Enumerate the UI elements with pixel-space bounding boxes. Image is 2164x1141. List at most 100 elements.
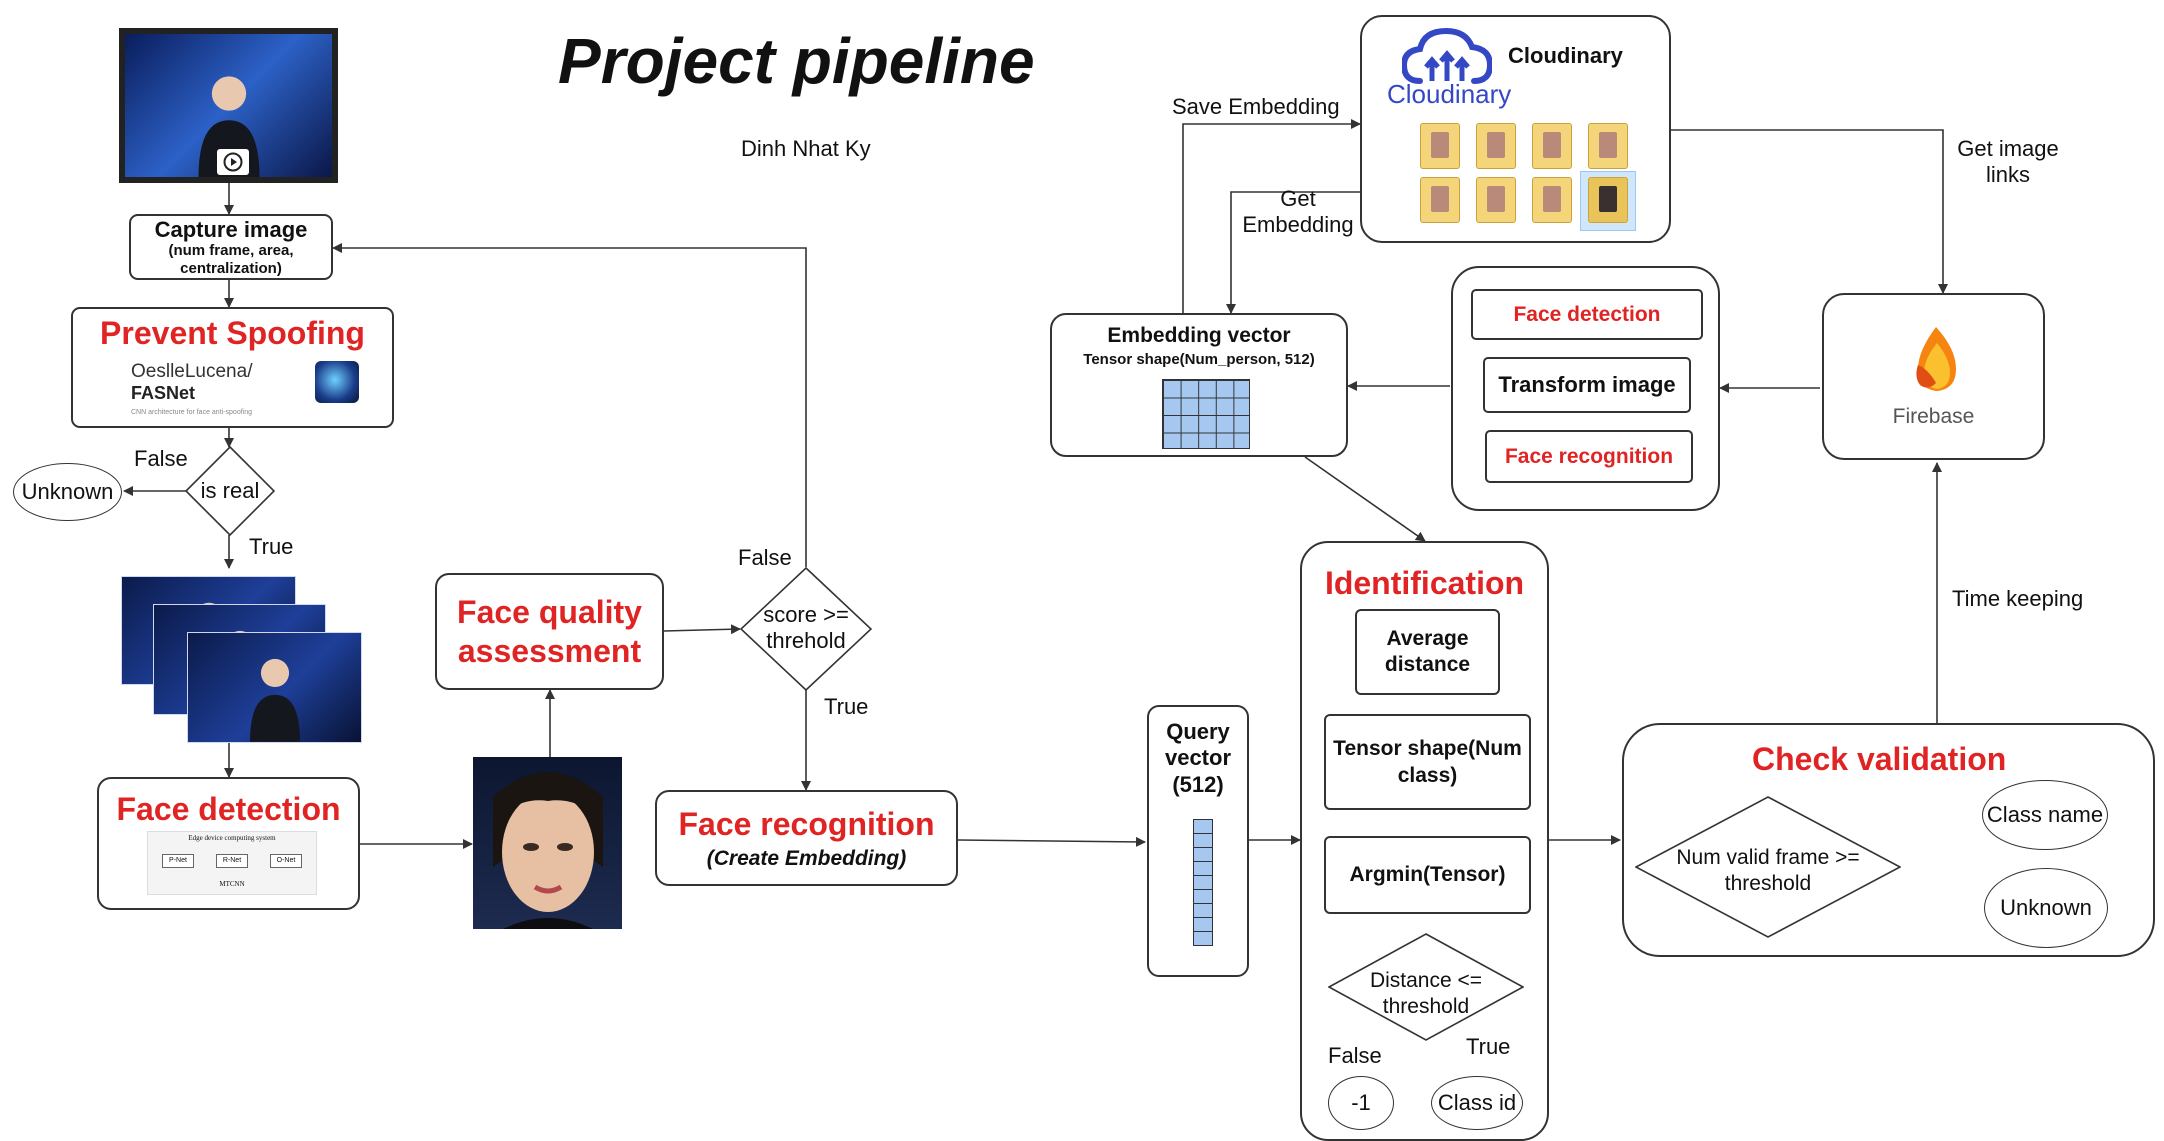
score-text: score >= threhold xyxy=(763,602,849,654)
query-vector-cell xyxy=(1193,904,1213,918)
cloudinary-box: Cloudinary Cloudinary xyxy=(1360,15,1671,243)
validation-unknown-ellipse: Unknown xyxy=(1984,868,2108,948)
folder-icon-2 xyxy=(1476,123,1516,169)
average-distance-box: Average distance xyxy=(1355,609,1500,695)
group-face-detection: Face detection xyxy=(1471,289,1703,340)
query-vector-box: Query vector (512) xyxy=(1147,705,1249,977)
cropped-face-image xyxy=(473,757,622,929)
class-name-text: Class name xyxy=(1986,802,2104,827)
cloudinary-logo-text: Cloudinary xyxy=(1387,79,1512,109)
fasnet-caption: CNN architecture for face anti-spoofing xyxy=(131,409,252,416)
is-real-diamond xyxy=(185,446,275,536)
identification-box: Identification Average distance Tensor s… xyxy=(1300,541,1549,1141)
score-false-label: False xyxy=(738,545,792,570)
face-recognition-box: Face recognition (Create Embedding) xyxy=(655,790,958,886)
query-vector-cells xyxy=(1193,819,1213,946)
transform-group-box: Face detection Transform image Face reco… xyxy=(1451,266,1720,511)
embedding-vector-box: Embedding vector Tensor shape(Num_person… xyxy=(1050,313,1348,457)
group-face-recognition: Face recognition xyxy=(1485,430,1693,483)
query-vector-cell xyxy=(1193,876,1213,890)
face-detection-title: Face detection xyxy=(116,791,341,827)
prevent-spoofing-title: Prevent Spoofing xyxy=(100,315,365,351)
folder-icon-8-selected xyxy=(1580,171,1636,231)
capture-image-box: Capture image (num frame, area, centrali… xyxy=(129,214,333,280)
query-vector-cell xyxy=(1193,918,1213,932)
arrow-score-false-to-capture xyxy=(332,243,807,567)
folder-icon-7 xyxy=(1532,177,1572,223)
distance-text: Distance <= threshold xyxy=(1369,969,1483,1019)
validation-condition-text: Num valid frame >= threshold xyxy=(1676,846,1860,896)
mtcnn-label: MTCNN xyxy=(219,880,245,888)
distance-true-label: True xyxy=(1466,1034,1511,1059)
author-name: Dinh Nhat Ky xyxy=(741,136,871,161)
is-real-text: is real xyxy=(200,478,260,503)
tensor-shape-box: Tensor shape(Num class) xyxy=(1324,714,1531,810)
play-button-icon[interactable] xyxy=(217,149,249,175)
check-validation-title: Check validation xyxy=(1752,741,2007,777)
query-vector-cell xyxy=(1193,862,1213,876)
capture-subtitle: (num frame, area, centralization) xyxy=(168,242,294,277)
folder-icon-1 xyxy=(1420,123,1460,169)
query-vector-title: Query vector (512) xyxy=(1164,719,1232,797)
mtcnn-pnet: P-Net xyxy=(162,854,194,868)
distance-false-label: False xyxy=(1328,1043,1382,1068)
folder-icon-5 xyxy=(1420,177,1460,223)
prevent-spoofing-box: Prevent Spoofing OeslleLucena/ FASNet CN… xyxy=(71,307,394,428)
folder-icon-4 xyxy=(1588,123,1628,169)
video-thumbnail xyxy=(119,28,338,183)
query-vector-cell xyxy=(1193,819,1213,834)
is-real-true-label: True xyxy=(249,534,294,559)
folder-icon-3 xyxy=(1532,123,1572,169)
query-vector-cell xyxy=(1193,834,1213,848)
distance-diamond xyxy=(1328,933,1524,1041)
frame-image-3 xyxy=(187,632,362,743)
group-transform-image: Transform image xyxy=(1483,357,1691,413)
embedding-subtitle: Tensor shape(Num_person, 512) xyxy=(1083,351,1315,368)
mtcnn-fig-title: Edge device computing system xyxy=(188,834,276,842)
face-detection-box: Face detection Edge device computing sys… xyxy=(97,777,360,910)
face-quality-title: Face quality assessment xyxy=(457,594,642,669)
score-diamond xyxy=(740,567,872,691)
neg-one-ellipse: -1 xyxy=(1328,1076,1394,1130)
folder-icon-6 xyxy=(1476,177,1516,223)
arrow-embedding-to-identification xyxy=(1304,456,1426,542)
class-name-ellipse: Class name xyxy=(1982,780,2108,850)
check-validation-box: Check validation Num valid frame >= thre… xyxy=(1622,723,2155,957)
embedding-title: Embedding vector xyxy=(1107,324,1291,347)
arrow-cloud-get-embedding xyxy=(1226,191,1360,314)
is-real-false-label: False xyxy=(134,446,188,471)
face-recognition-title: Face recognition xyxy=(678,805,935,842)
time-keeping-label: Time keeping xyxy=(1952,586,2084,611)
capture-title: Capture image xyxy=(154,217,308,243)
get-embedding-label: Get Embedding xyxy=(1242,186,1354,238)
neg-one-text: -1 xyxy=(1351,1090,1371,1115)
argmin-box: Argmin(Tensor) xyxy=(1324,836,1531,914)
arrow-cloud-to-firebase xyxy=(1671,129,1948,294)
firebase-box: Firebase xyxy=(1822,293,2045,460)
arrow-embedding-save xyxy=(1182,119,1361,313)
arrow-quality-to-score xyxy=(663,624,741,635)
query-vector-cell xyxy=(1193,848,1213,862)
get-image-links-label: Get image links xyxy=(1957,136,2059,188)
save-embedding-label: Save Embedding xyxy=(1172,94,1340,119)
unknown-ellipse: Unknown xyxy=(13,463,122,521)
fasnet-repo: FASNet xyxy=(131,383,196,403)
validation-unknown-text: Unknown xyxy=(2000,895,2092,920)
identification-title: Identification xyxy=(1324,565,1525,601)
face-portrait-icon xyxy=(493,772,603,929)
fasnet-logo-icon xyxy=(315,361,359,403)
cloudinary-title: Cloudinary xyxy=(1508,43,1623,68)
page-title: Project pipeline xyxy=(558,25,1035,97)
score-true-label: True xyxy=(824,694,869,719)
mtcnn-rnet: R-Net xyxy=(216,854,248,868)
cloudinary-cloud-icon xyxy=(1402,27,1492,84)
validation-diamond xyxy=(1635,796,1901,938)
embedding-grid xyxy=(1162,379,1250,449)
mtcnn-onet: O-Net xyxy=(270,854,302,868)
query-vector-cell xyxy=(1193,932,1213,946)
fasnet-user: OeslleLucena/ xyxy=(131,361,253,382)
firebase-label: Firebase xyxy=(1892,405,1975,428)
query-vector-cell xyxy=(1193,890,1213,904)
face-recognition-subtitle: (Create Embedding) xyxy=(706,846,907,870)
unknown-text: Unknown xyxy=(21,479,114,504)
